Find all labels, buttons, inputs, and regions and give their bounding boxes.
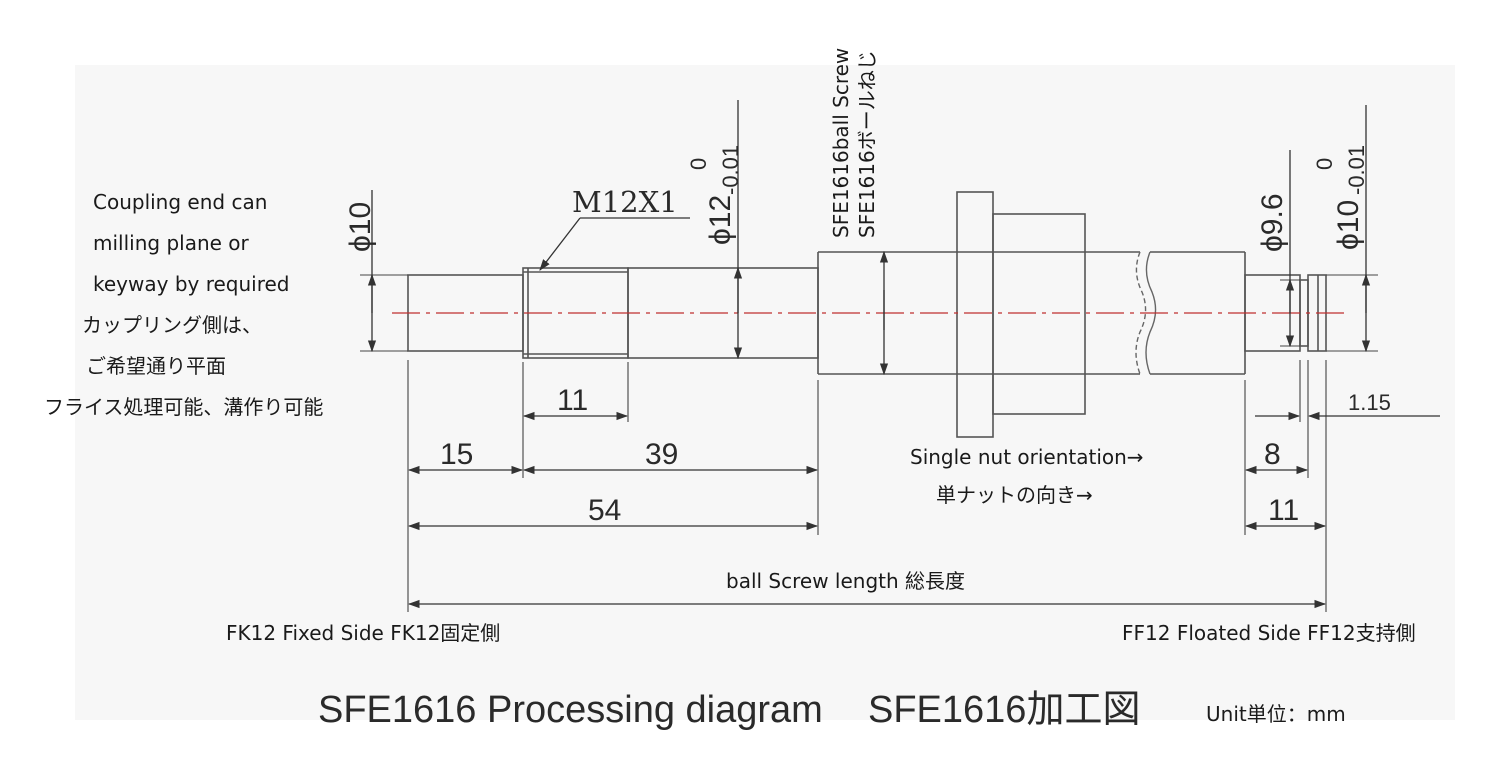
label-d12-tol-lower: -0.01 — [718, 145, 743, 195]
coupling-note-line-6: フライス処理可能、溝作り可能 — [44, 395, 323, 419]
label-len-15: 15 — [440, 438, 473, 471]
label-thread: M12X1 — [572, 185, 678, 219]
break-symbol-2 — [1145, 251, 1157, 375]
drawing-sheet — [75, 65, 1455, 720]
dim-len-15: 15 — [407, 438, 524, 475]
fixed-side-label: FK12 Fixed Side FK12固定側 — [226, 621, 500, 645]
coupling-note-line-4: カップリング側は、 — [82, 313, 262, 337]
coupling-note: Coupling end can milling plane or keyway… — [44, 190, 323, 419]
dim-d12: ϕ12 -0.01 0 — [686, 100, 743, 360]
coupling-note-line-2: milling plane or — [93, 231, 250, 255]
dim-len-115: 1.15 — [1255, 390, 1440, 421]
label-len-11-right: 11 — [1268, 494, 1299, 527]
dim-len-54: 54 — [407, 494, 819, 531]
dim-overall-length: ball Screw length 総長度 — [407, 569, 1327, 609]
dim-d96: ϕ9.6 — [1256, 150, 1300, 348]
coupling-note-line-1: Coupling end can — [93, 190, 267, 214]
dim-screw-body: SFE1616ball Screw SFE1616ボールねじ — [829, 48, 889, 376]
label-len-39: 39 — [645, 438, 678, 471]
coupling-note-line-5: ご希望通り平面 — [86, 354, 226, 378]
label-len-8: 8 — [1264, 438, 1281, 471]
label-d12-tol-upper: 0 — [686, 158, 711, 170]
label-len-115: 1.15 — [1348, 390, 1391, 415]
diagram-title: SFE1616 Processing diagram — [318, 689, 823, 731]
label-screw-jp: SFE1616ボールねじ — [855, 50, 879, 238]
label-d10-left: ϕ10 — [344, 202, 377, 252]
label-screw-en: SFE1616ball Screw — [829, 48, 853, 238]
label-d12: ϕ12 — [704, 195, 737, 245]
screw-body — [817, 251, 1246, 375]
dim-d10-right: ϕ10 -0.01 0 — [1312, 105, 1378, 353]
dim-len-11-thread: 11 — [522, 384, 629, 421]
nut-orientation-jp: 単ナットの向き→ — [936, 483, 1093, 507]
label-d10-right-tol-lower: -0.01 — [1344, 145, 1369, 195]
dim-len-11-right: 11 — [1244, 494, 1327, 531]
label-len-11-thread: 11 — [557, 384, 588, 417]
dim-d10-left: ϕ10 — [344, 190, 408, 353]
break-symbol — [1135, 251, 1147, 375]
coupling-note-line-3: keyway by required — [93, 272, 290, 296]
floated-side-label: FF12 Floated Side FF12支持側 — [1122, 621, 1416, 645]
label-d10-right-tol-upper: 0 — [1312, 158, 1337, 170]
label-d96: ϕ9.6 — [1256, 193, 1289, 252]
nut-body — [992, 213, 1086, 415]
label-len-54: 54 — [588, 494, 621, 527]
nut-orientation-en: Single nut orientation→ — [910, 445, 1144, 469]
label-overall-length: ball Screw length 総長度 — [726, 569, 965, 593]
dim-thread: M12X1 — [539, 185, 690, 271]
dim-len-8: 8 — [1244, 438, 1309, 475]
diagram-title-jp: SFE1616加工図 — [868, 689, 1140, 731]
dim-len-39: 39 — [522, 438, 819, 475]
label-d10-right: ϕ10 — [1332, 200, 1365, 250]
unit-label: Unit単位：mm — [1206, 702, 1346, 726]
